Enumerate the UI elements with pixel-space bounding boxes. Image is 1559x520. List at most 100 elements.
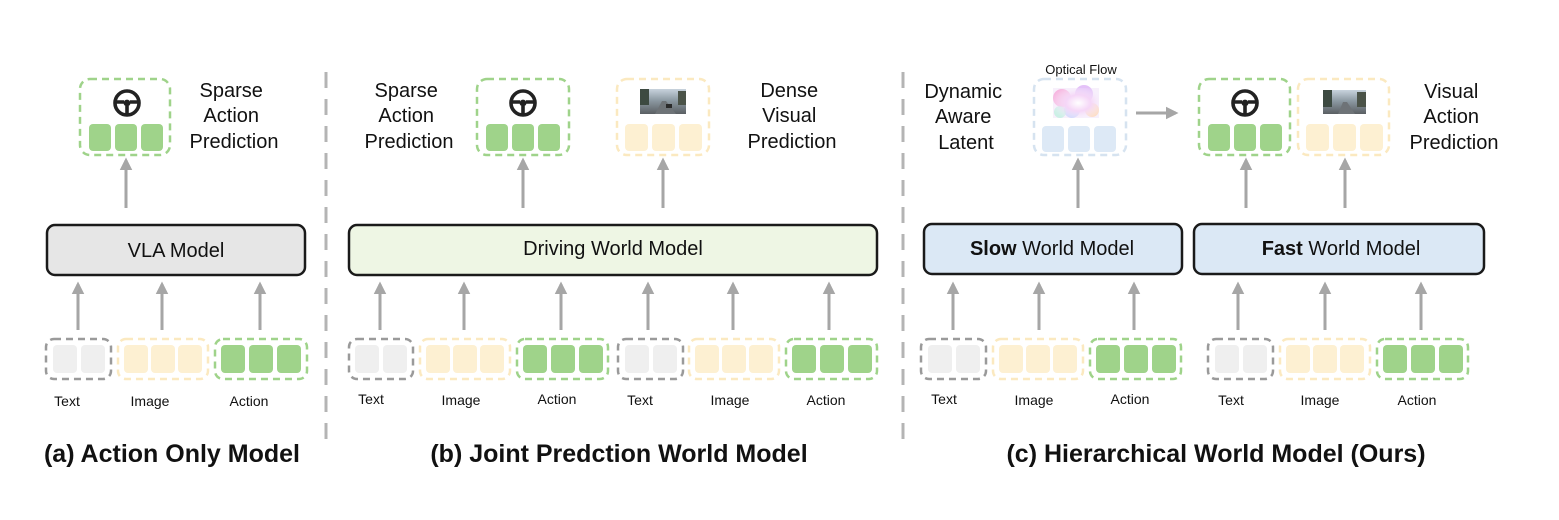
action-output-box — [78, 77, 172, 157]
action-output-box — [1197, 77, 1292, 157]
image-token — [695, 345, 719, 373]
road-scene-thumbnail — [640, 89, 686, 114]
steering-wheel-icon — [113, 89, 141, 117]
action-token — [1124, 345, 1148, 373]
action-token — [249, 345, 273, 373]
action-token-group — [1088, 337, 1183, 381]
image-token — [151, 345, 175, 373]
text-token-group — [616, 337, 685, 381]
panel-b-caption: (b) Joint Predction World Model — [430, 440, 807, 468]
steering-wheel-icon — [509, 89, 537, 117]
action-token — [141, 124, 163, 151]
fast-world-model-label: Fast World Model — [1262, 238, 1421, 260]
text-token — [355, 345, 379, 373]
text-token-group — [347, 337, 415, 381]
text-token — [81, 345, 105, 373]
action-token — [848, 345, 872, 373]
panel-b: Sparse Action Prediction Dense Visual Pr… — [347, 77, 879, 468]
sparse-output-label: Sparse Action Prediction — [365, 80, 454, 153]
text-token — [1215, 345, 1239, 373]
input-label-action: Action — [1111, 391, 1150, 407]
vla-model-label: VLA Model — [128, 240, 225, 262]
action-token — [486, 124, 508, 151]
image-token-group — [116, 337, 210, 381]
text-token — [383, 345, 407, 373]
image-token — [178, 345, 202, 373]
input-label-image: Image — [442, 392, 481, 408]
image-token — [453, 345, 477, 373]
input-label-image: Image — [1301, 392, 1340, 408]
steering-wheel-icon — [1231, 89, 1259, 117]
flow-token — [1094, 126, 1116, 152]
text-token — [625, 345, 649, 373]
panel-a: Sparse Action Prediction VLA Model Text … — [44, 77, 309, 468]
action-token-group — [784, 337, 879, 381]
action-output-box — [475, 77, 571, 157]
action-token-group — [1375, 337, 1470, 381]
action-token — [89, 124, 111, 151]
action-token — [1208, 124, 1230, 151]
driving-world-model-box — [347, 223, 879, 277]
text-token — [928, 345, 952, 373]
optical-flow-label: Optical Flow — [1045, 62, 1117, 77]
image-token — [1313, 345, 1337, 373]
image-token-group — [687, 337, 781, 381]
input-label-action: Action — [807, 392, 846, 408]
action-token — [512, 124, 534, 151]
input-label-text: Text — [1218, 392, 1244, 408]
action-token — [277, 345, 301, 373]
action-token — [1260, 124, 1282, 151]
image-token — [124, 345, 148, 373]
action-token — [523, 345, 547, 373]
input-label-image: Image — [711, 392, 750, 408]
image-token — [749, 345, 773, 373]
action-token — [221, 345, 245, 373]
visual-action-label: Visual Action Prediction — [1410, 81, 1499, 154]
image-token — [652, 124, 675, 151]
optical-flow-box — [1032, 77, 1128, 157]
panel-c: Dynamic Aware Latent Optical Flow — [919, 62, 1499, 468]
action-token — [1152, 345, 1176, 373]
text-token — [956, 345, 980, 373]
panel-c-caption: (c) Hierarchical World Model (Ours) — [1006, 440, 1425, 468]
action-token — [579, 345, 603, 373]
action-token — [1411, 345, 1435, 373]
action-token — [820, 345, 844, 373]
output-label: Sparse Action Prediction — [190, 80, 279, 153]
slow-world-model-label: Slow World Model — [970, 238, 1134, 260]
image-token — [722, 345, 746, 373]
flow-token — [1042, 126, 1064, 152]
action-token — [1439, 345, 1463, 373]
input-label-image: Image — [1015, 392, 1054, 408]
image-token — [1286, 345, 1310, 373]
action-token — [792, 345, 816, 373]
input-label-action: Action — [1398, 392, 1437, 408]
image-token — [480, 345, 504, 373]
action-token — [1234, 124, 1256, 151]
dense-output-label: Dense Visual Prediction — [748, 80, 837, 153]
text-token — [653, 345, 677, 373]
image-token — [625, 124, 648, 151]
action-token — [538, 124, 560, 151]
text-token-group — [919, 337, 988, 381]
image-token-group — [1278, 337, 1372, 381]
image-token — [1340, 345, 1364, 373]
input-label-text: Text — [627, 392, 653, 408]
slow-world-model-box — [922, 222, 1184, 276]
action-token — [551, 345, 575, 373]
text-token — [53, 345, 77, 373]
input-label-image: Image — [131, 393, 170, 409]
image-token — [1053, 345, 1077, 373]
input-label-action: Action — [538, 391, 577, 407]
image-token — [1026, 345, 1050, 373]
input-label-action: Action — [230, 393, 269, 409]
input-label-text: Text — [358, 391, 384, 407]
text-token-group — [44, 337, 113, 381]
action-token — [1096, 345, 1120, 373]
road-scene-thumbnail — [1323, 90, 1366, 114]
flow-token — [1068, 126, 1090, 152]
action-token — [115, 124, 137, 151]
panel-a-caption: (a) Action Only Model — [44, 440, 300, 468]
vla-model-box — [45, 223, 307, 277]
image-token — [426, 345, 450, 373]
